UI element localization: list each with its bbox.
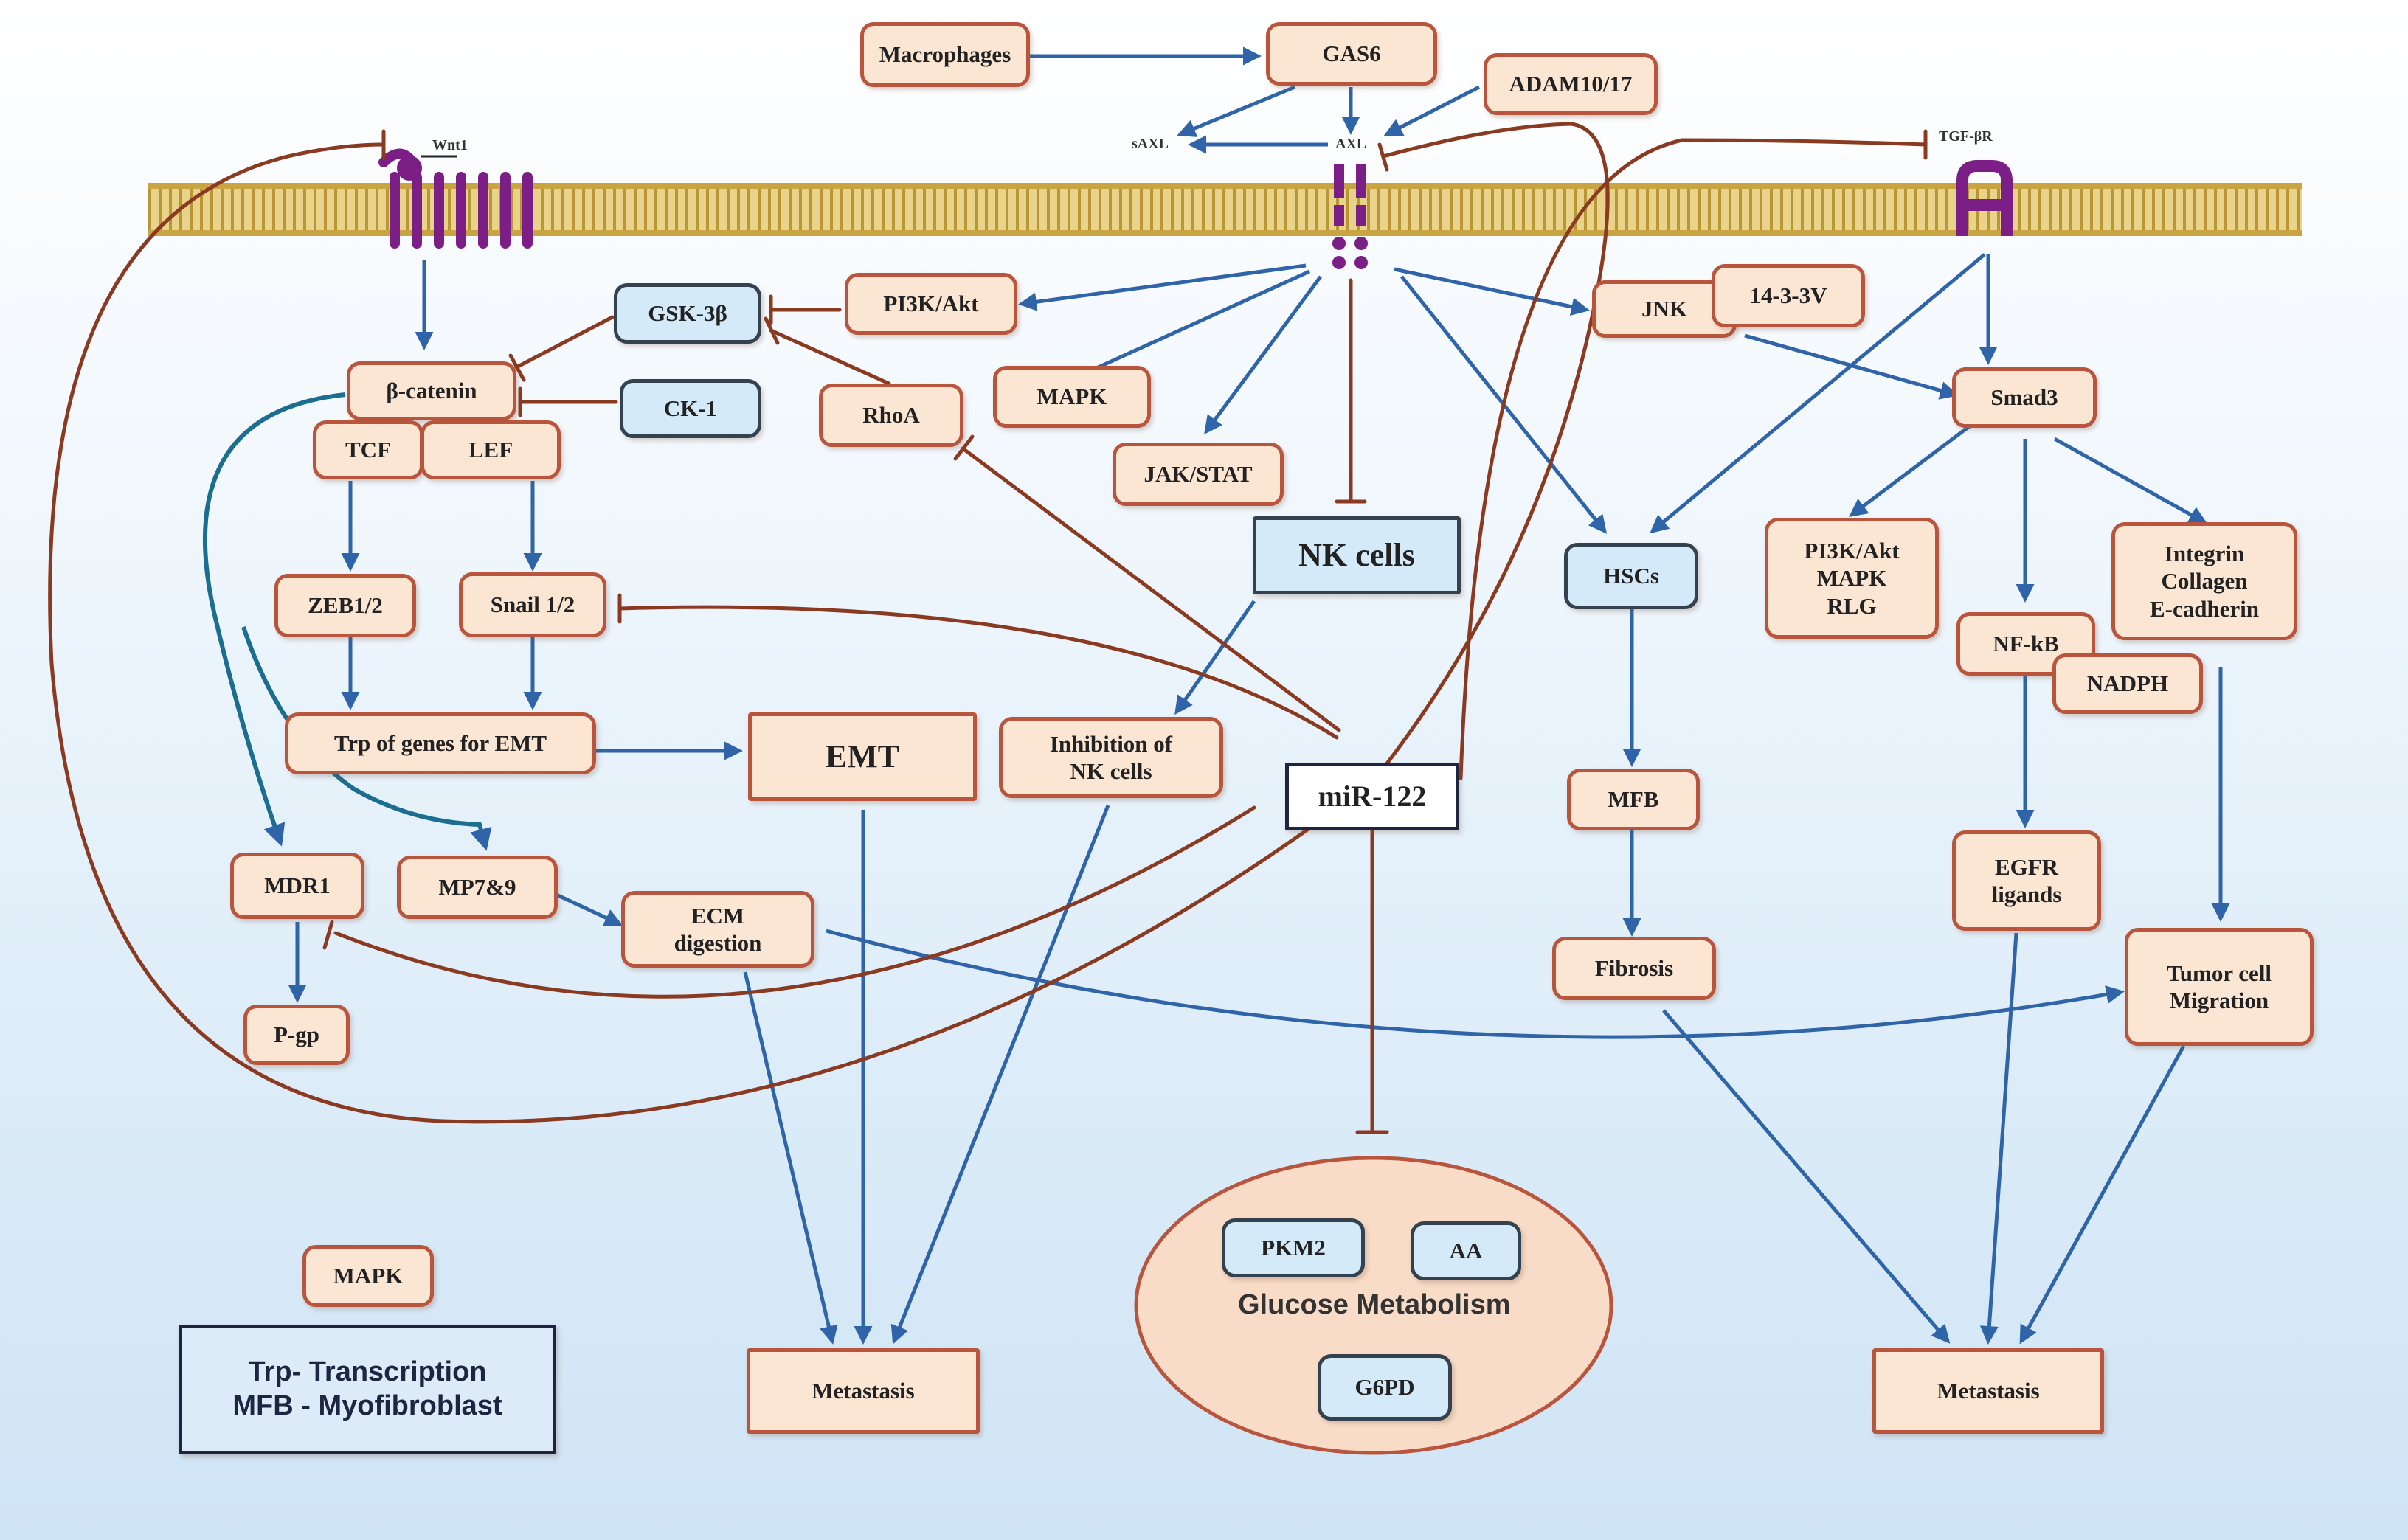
bcatenin-to-mp79-arrow (241, 626, 492, 851)
lef-node: LEF (421, 420, 561, 479)
axl-label: AXL (1335, 136, 1367, 152)
rhoa-node: RhoA (819, 384, 963, 447)
tcf-node: TCF (313, 420, 423, 479)
glucose-metabolism-label: Glucose Metabolism (1238, 1289, 1511, 1320)
saxl-label: sAXL (1132, 136, 1169, 152)
zeb-node: ZEB1/2 (274, 574, 416, 637)
pi3k-mapk-rlg-node: PI3K/Akt MAPK RLG (1765, 518, 1939, 639)
inhibition-lines (48, 122, 1928, 1134)
nadph-node: NADPH (2052, 653, 2203, 714)
ecm-to-migration-arrow (826, 929, 2125, 1039)
axl-receptor-icon (1332, 164, 1368, 269)
inhibition-nk-node: Inhibition of NK cells (999, 717, 1223, 798)
mir122-node: miR-122 (1285, 763, 1459, 830)
nk-cells-node: NK cells (1253, 516, 1461, 594)
tgfbr-label: TGF-βR (1939, 128, 1993, 145)
ck1-node: CK-1 (620, 379, 761, 438)
mfb-node: MFB (1567, 769, 1700, 830)
hscs-node: HSCs (1564, 543, 1698, 609)
metastasis-left-node: Metastasis (747, 1348, 980, 1434)
beta-catenin-node: β-catenin (347, 361, 516, 420)
mapk-bottom-node: MAPK (302, 1245, 434, 1307)
fibrosis-node: Fibrosis (1552, 937, 1716, 1000)
pi3k-akt-node: PI3K/Akt (845, 273, 1017, 335)
wnt1-receptor-icon (378, 148, 533, 249)
smad3-node: Smad3 (1952, 367, 2097, 428)
egfr-ligands-node: EGFR ligands (1952, 830, 2101, 931)
14-3-3-node: 14-3-3V (1712, 264, 1865, 327)
macrophages-node: Macrophages (860, 22, 1030, 87)
gsk3b-node: GSK-3β (614, 283, 761, 344)
metastasis-right-node: Metastasis (1872, 1348, 2104, 1434)
tgfbr-receptor-icon (1957, 160, 2013, 236)
emt-node: EMT (748, 712, 977, 801)
mapk-top-node: MAPK (993, 366, 1151, 428)
wnt1-label: Wnt1 (432, 137, 468, 153)
activation-arrows (288, 46, 2230, 1345)
g6pd-node: G6PD (1318, 1354, 1452, 1421)
integrin-node: Integrin Collagen E-cadherin (2111, 522, 2297, 640)
snail-node: Snail 1/2 (459, 572, 606, 637)
gas6-node: GAS6 (1266, 22, 1437, 86)
legend-box: Trp- Transcription MFB - Myofibroblast (179, 1325, 556, 1454)
aa-node: AA (1411, 1221, 1521, 1280)
adam-node: ADAM10/17 (1484, 53, 1658, 115)
tumor-migration-node: Tumor cell Migration (2125, 928, 2314, 1046)
pkm2-node: PKM2 (1222, 1218, 1365, 1277)
mp79-node: MP7&9 (397, 856, 558, 919)
bcatenin-to-mdr1-arrow (203, 392, 346, 847)
trp-emt-node: Trp of genes for EMT (285, 712, 596, 774)
pgp-node: P-gp (243, 1005, 350, 1065)
mdr1-node: MDR1 (230, 853, 364, 919)
jak-stat-node: JAK/STAT (1113, 443, 1284, 506)
ecm-digestion-node: ECM digestion (621, 891, 814, 968)
